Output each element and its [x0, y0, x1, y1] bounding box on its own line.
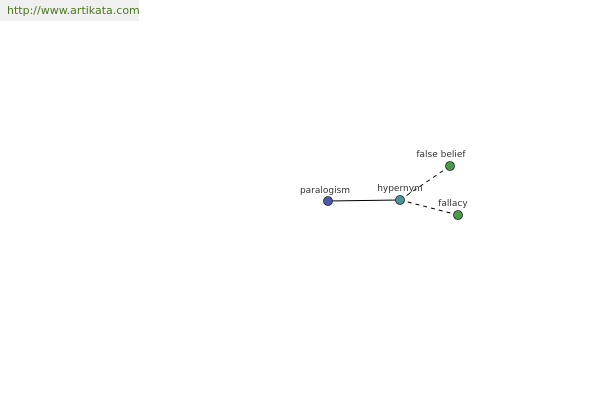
node-paralogism[interactable]: paralogism — [300, 186, 350, 206]
node-circle-false-belief[interactable] — [445, 161, 455, 171]
node-label-false-belief: false belief — [416, 150, 466, 160]
node-label-paralogism: paralogism — [300, 186, 350, 196]
edge-hypernym-false-belief — [399, 165, 451, 201]
node-fallacy[interactable]: fallacy — [438, 199, 468, 220]
nodes: paralogism hypernym false belief fallacy — [300, 150, 468, 220]
url-banner[interactable]: http://www.artikata.com — [0, 0, 140, 21]
node-hypernym[interactable]: hypernym — [377, 184, 423, 205]
node-circle-paralogism[interactable] — [323, 196, 333, 206]
node-label-hypernym: hypernym — [377, 184, 423, 194]
edges — [327, 165, 459, 216]
node-circle-fallacy[interactable] — [453, 210, 463, 220]
node-false-belief[interactable]: false belief — [416, 150, 466, 171]
edge-hypernym-fallacy — [399, 199, 459, 216]
url-text[interactable]: http://www.artikata.com — [7, 4, 140, 17]
node-label-fallacy: fallacy — [438, 199, 468, 209]
node-circle-hypernym[interactable] — [395, 195, 405, 205]
edge-paralogism-hypernym — [327, 199, 401, 202]
